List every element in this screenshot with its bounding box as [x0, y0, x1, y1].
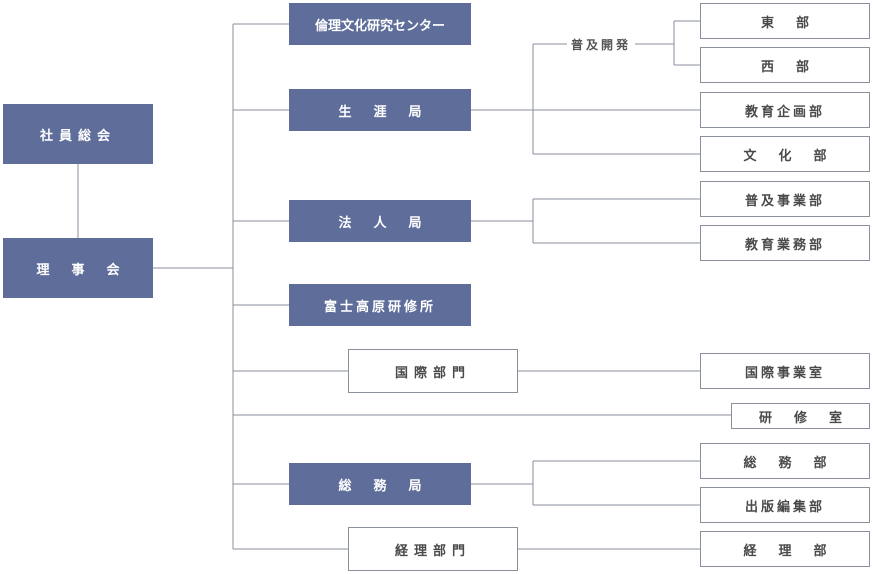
edu-planning-dept-box: 教育企画部 — [700, 92, 870, 128]
general-affairs-bureau-box: 総務局 — [289, 463, 471, 505]
culture-dept-box: 文化部 — [700, 136, 870, 172]
corporate-bureau-box: 法人局 — [289, 200, 471, 242]
accounting-division-box: 経理部門 — [348, 527, 518, 571]
general-affairs-dept-box: 総務部 — [700, 443, 870, 479]
west-dept-box: 西部 — [700, 47, 870, 83]
intl-business-office-box: 国際事業室 — [700, 353, 870, 389]
board-box: 理事会 — [3, 238, 153, 298]
fuji-institute-box: 富士高原研修所 — [289, 284, 471, 326]
edu-business-dept-box: 教育業務部 — [700, 225, 870, 261]
promotion-label: 普及開発 — [567, 36, 636, 53]
intl-division-box: 国際部門 — [348, 349, 518, 393]
publishing-dept-box: 出版編集部 — [700, 487, 870, 523]
ethics-center-box: 倫理文化研究センター — [289, 3, 471, 45]
promotion-business-dept-box: 普及事業部 — [700, 181, 870, 217]
accounting-dept-box: 経理部 — [700, 531, 870, 567]
training-office-box: 研修室 — [731, 403, 870, 429]
general-meeting-box: 社員総会 — [3, 104, 153, 164]
life-bureau-box: 生涯局 — [289, 89, 471, 131]
east-dept-box: 東部 — [700, 3, 870, 39]
